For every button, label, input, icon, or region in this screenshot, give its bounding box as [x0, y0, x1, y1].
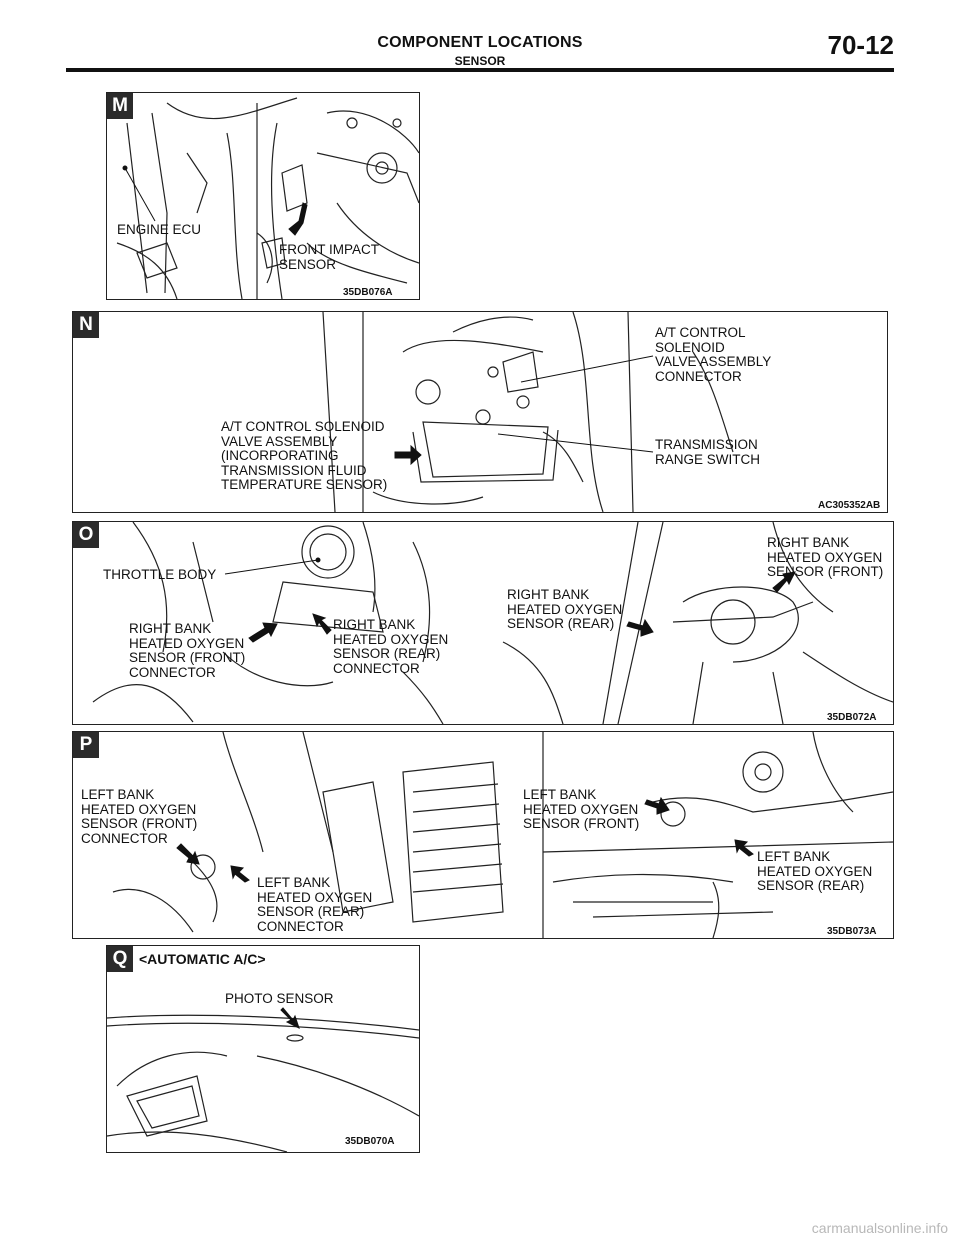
- label-lb-front-connector: LEFT BANK HEATED OXYGEN SENSOR (FRONT) C…: [81, 787, 198, 846]
- exhaust-illustration-p: [112, 732, 893, 938]
- label-rb-front: RIGHT BANK HEATED OXYGEN SENSOR (FRONT): [767, 535, 884, 579]
- figure-panel-q: Q <AUTOMATIC A/C> PHOTO SENSOR 35DB070A: [106, 945, 420, 1153]
- dashboard-illustration-q: [107, 1014, 419, 1152]
- label-photo-sensor: PHOTO SENSOR: [225, 991, 334, 1006]
- figure-code-n: AC305352AB: [818, 500, 881, 511]
- header-rule: [66, 68, 894, 72]
- figure-code-m: 35DB076A: [343, 287, 393, 298]
- figure-panel-m: M ENGINE ECU FRONT IMPACT SENSOR 35DB076…: [106, 92, 420, 300]
- label-lb-rear: LEFT BANK HEATED OXYGEN SENSOR (REAR): [757, 849, 873, 893]
- page-title: COMPONENT LOCATIONS: [377, 34, 583, 51]
- label-transmission-range-switch: TRANSMISSION RANGE SWITCH: [655, 437, 761, 467]
- section-subtitle: SENSOR: [454, 54, 506, 68]
- leader-lines-n: [394, 355, 654, 466]
- throttle-illustration-o: [92, 522, 893, 724]
- label-solenoid-valve-assembly: A/T CONTROL SOLENOID VALVE ASSEMBLY (INC…: [221, 419, 388, 492]
- figure-code-q: 35DB070A: [345, 1136, 395, 1147]
- automatic-ac-heading: <AUTOMATIC A/C>: [139, 951, 266, 967]
- label-lb-front: LEFT BANK HEATED OXYGEN SENSOR (FRONT): [523, 787, 640, 831]
- panel-letter-o: O: [73, 522, 99, 548]
- panel-letter-m: M: [107, 93, 133, 119]
- label-rb-front-connector: RIGHT BANK HEATED OXYGEN SENSOR (FRONT) …: [129, 621, 246, 680]
- figure-panel-o: O THROTTLE BODY RIGHT BANK HEATED OXYGEN…: [72, 521, 894, 725]
- leader-lines-o: [224, 557, 796, 643]
- watermark: carmanualsonline.info: [811, 1220, 948, 1236]
- label-lb-rear-connector: LEFT BANK HEATED OXYGEN SENSOR (REAR) CO…: [257, 875, 373, 934]
- label-front-impact-sensor: FRONT IMPACT SENSOR: [279, 242, 379, 272]
- label-throttle-body: THROTTLE BODY: [103, 567, 217, 582]
- label-rb-rear: RIGHT BANK HEATED OXYGEN SENSOR (REAR): [507, 587, 623, 631]
- leader-lines-q: [280, 1007, 300, 1029]
- panel-letter-n: N: [73, 312, 99, 338]
- label-engine-ecu: ENGINE ECU: [117, 222, 202, 237]
- figure-panel-n: N A/T CONTROL SOLENOID VALVE ASSEMBLY CO…: [72, 311, 888, 513]
- engine-bay-illustration-m: [116, 97, 419, 299]
- figure-code-p: 35DB073A: [827, 926, 877, 937]
- leader-lines-m: [122, 165, 308, 236]
- figure-code-o: 35DB072A: [827, 712, 877, 723]
- panel-letter-p: P: [73, 732, 99, 758]
- panel-letter-q: Q: [107, 946, 133, 972]
- page-number: 70-12: [827, 30, 895, 60]
- label-solenoid-connector: A/T CONTROL SOLENOID VALVE ASSEMBLY CONN…: [655, 325, 772, 384]
- leader-lines-p: [176, 796, 754, 883]
- figure-panel-p: P LEFT BANK HEATED OXYGEN SENSOR (FRONT)…: [72, 731, 894, 939]
- label-rb-rear-connector: RIGHT BANK HEATED OXYGEN SENSOR (REAR) C…: [333, 617, 449, 676]
- transmission-illustration-n: [322, 312, 734, 512]
